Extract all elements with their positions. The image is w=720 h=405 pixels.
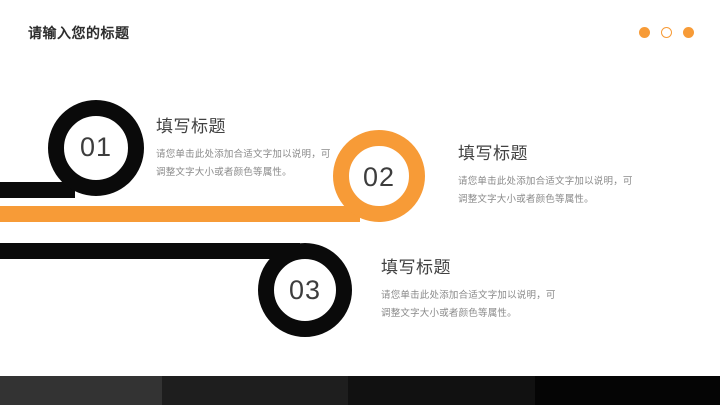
page-title: 请输入您的标题	[28, 25, 130, 41]
item-body-1: 请您单击此处添加合适文字加以说明，可调整文字大小或者颜色等属性。	[156, 149, 331, 178]
dot-filled-left-icon	[639, 27, 650, 38]
ring-number-1: 01	[79, 132, 113, 162]
item-body-3: 请您单击此处添加合适文字加以说明，可调整文字大小或者颜色等属性。	[381, 290, 556, 319]
footer-segment-2	[162, 376, 348, 405]
item-body-2: 请您单击此处添加合适文字加以说明，可调整文字大小或者颜色等属性。	[458, 176, 633, 205]
footer-bar	[0, 376, 720, 405]
item-heading-1: 填写标题	[156, 117, 226, 136]
footer-segment-1	[0, 376, 162, 405]
text-block-3: 填写标题 请您单击此处添加合适文字加以说明，可调整文字大小或者颜色等属性。	[381, 253, 557, 323]
dot-filled-right-icon	[683, 27, 694, 38]
dot-indicator-group	[639, 27, 694, 38]
item-heading-3: 填写标题	[381, 258, 451, 277]
footer-segment-3	[348, 376, 535, 405]
footer-segment-4	[535, 376, 720, 405]
ring-number-3: 03	[288, 275, 322, 305]
text-block-1: 填写标题 请您单击此处添加合适文字加以说明，可调整文字大小或者颜色等属性。	[156, 112, 332, 182]
dot-hollow-middle-icon	[661, 27, 672, 38]
text-block-2: 填写标题 请您单击此处添加合适文字加以说明，可调整文字大小或者颜色等属性。	[458, 139, 634, 209]
ring-number-2: 02	[362, 162, 396, 192]
item-heading-2: 填写标题	[458, 144, 528, 163]
